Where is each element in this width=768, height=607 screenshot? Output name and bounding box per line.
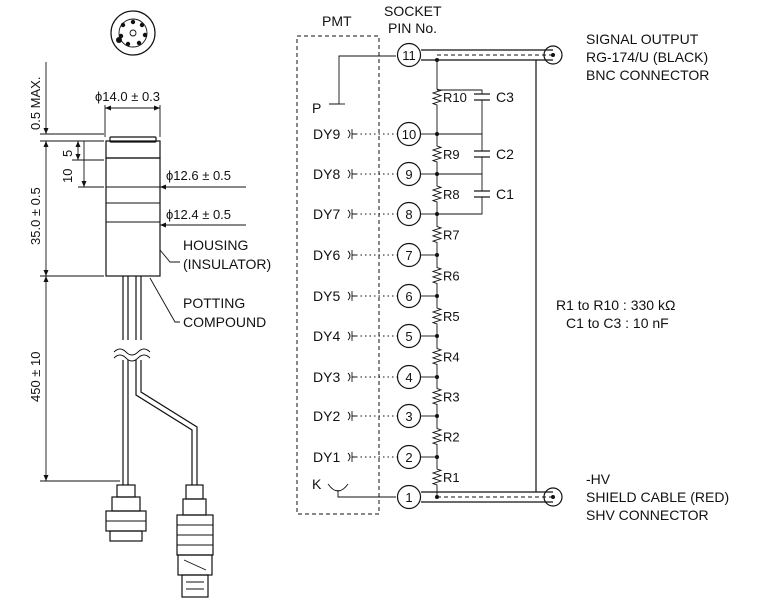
pin-2: 2 — [396, 444, 422, 470]
electrode-dy1: DY1 — [313, 449, 340, 465]
pin-6: 6 — [396, 283, 422, 309]
housing-label-line1: HOUSING — [183, 237, 248, 253]
pin-4: 4 — [396, 364, 422, 390]
resistor-r8-label: R8 — [443, 187, 460, 202]
dim-10: 10 — [60, 169, 75, 183]
pin-1: 1 — [396, 484, 422, 510]
resistor-r6 — [431, 255, 443, 296]
pin-1-label: 1 — [405, 490, 412, 505]
resistor-r1 — [431, 457, 443, 497]
electrode-dy2: DY2 — [313, 408, 340, 424]
resistor-r10-label: R10 — [443, 90, 467, 105]
pin-2-label: 2 — [405, 450, 412, 465]
resistor-r5-label: R5 — [443, 309, 460, 324]
resistor-r9-label: R9 — [443, 147, 460, 162]
electrode-dy8: DY8 — [313, 166, 340, 182]
pin-7-label: 7 — [405, 248, 412, 263]
dim-diameter-top: ϕ14.0 ± 0.3 — [95, 89, 160, 104]
electrode-k: K — [312, 476, 322, 492]
shv-input-symbol — [543, 487, 563, 507]
electrode-dy4: DY4 — [313, 328, 340, 344]
pin-4-label: 4 — [405, 370, 412, 385]
dim-35: 35.0 ± 0.5 — [28, 187, 43, 245]
pin-8-label: 8 — [405, 207, 412, 222]
capacitor-c1: C1 — [437, 173, 514, 215]
resistor-r2-label: R2 — [443, 430, 460, 445]
housing-body — [105, 136, 161, 277]
electrode-dy6: DY6 — [313, 247, 340, 263]
pin-7: 7 — [396, 242, 422, 268]
resistor-r8 — [431, 174, 443, 214]
hv-label-line2: SHIELD CABLE (RED) — [586, 489, 729, 505]
bnc-output-symbol — [543, 45, 563, 65]
capacitor-c3-label: C3 — [496, 89, 514, 105]
spec-capacitors: C1 to C3 : 10 nF — [566, 315, 669, 331]
hv-label-line1: -HV — [586, 471, 611, 487]
signal-label-line1: SIGNAL OUTPUT — [586, 31, 699, 47]
pmt-boundary — [296, 35, 380, 515]
dim-diameter-low: ϕ12.4 ± 0.5 — [166, 207, 231, 222]
dim-450: 450 ± 10 — [28, 351, 43, 402]
resistor-r4-label: R4 — [443, 350, 460, 365]
socket-label-line1: SOCKET — [384, 3, 442, 19]
electrode-dy9: DY9 — [313, 126, 340, 142]
resistor-r1-label: R1 — [443, 470, 460, 485]
signal-label-line3: BNC CONNECTOR — [586, 67, 709, 83]
resistor-r3 — [431, 377, 443, 416]
electrode-dy3: DY3 — [313, 369, 340, 385]
electrode-dy7: DY7 — [313, 206, 340, 222]
shv-connector — [176, 484, 214, 598]
dim-5: 5 — [60, 150, 75, 157]
pmt-label: PMT — [322, 13, 352, 29]
resistor-r9 — [431, 134, 443, 174]
pin-9: 9 — [396, 161, 422, 187]
capacitor-c2-label: C2 — [496, 146, 514, 162]
electrode-p: P — [312, 100, 321, 116]
dim-diameter-mid: ϕ12.6 ± 0.5 — [166, 168, 231, 183]
dim-max-top: 0.5 MAX. — [28, 77, 43, 130]
pin-11-label: 11 — [402, 48, 416, 63]
cables — [113, 276, 198, 485]
pin-3-label: 3 — [405, 409, 412, 424]
resistor-r3-label: R3 — [443, 390, 460, 405]
potting-label-line2: COMPOUND — [183, 314, 266, 330]
pin-10: 10 — [396, 121, 422, 147]
resistor-r4 — [431, 336, 443, 377]
housing-label-line2: (INSULATOR) — [183, 256, 271, 272]
hv-label-line3: SHV CONNECTOR — [586, 507, 709, 523]
socket-end-view — [110, 10, 156, 56]
signal-label-line2: RG-174/U (BLACK) — [586, 49, 708, 65]
mechanical-drawing: ϕ14.0 ± 0.3 ϕ12.6 ± 0.5 ϕ12.4 ± 0.5 — [28, 10, 271, 598]
pin-5: 5 — [396, 323, 422, 349]
pin-6-label: 6 — [405, 289, 412, 304]
pin-11: 11 — [396, 42, 422, 68]
resistor-r7 — [431, 214, 443, 255]
socket-label-line2: PIN No. — [388, 20, 437, 36]
resistor-r10 — [431, 60, 443, 134]
resistor-r6-label: R6 — [443, 269, 460, 284]
pin-10-label: 10 — [402, 127, 416, 142]
pin-5-label: 5 — [405, 329, 412, 344]
bnc-connector — [105, 484, 147, 542]
capacitor-c3: C3 — [437, 89, 514, 135]
resistor-r5 — [431, 296, 443, 336]
resistor-r7-label: R7 — [443, 228, 460, 243]
spec-resistors: R1 to R10 : 330 kΩ — [556, 297, 675, 313]
pin-8: 8 — [396, 201, 422, 227]
pin-3: 3 — [396, 403, 422, 429]
potting-label-line1: POTTING — [183, 295, 245, 311]
resistor-r2 — [431, 416, 443, 457]
capacitor-c1-label: C1 — [496, 186, 514, 202]
pin-9-label: 9 — [405, 167, 412, 182]
electrode-dy5: DY5 — [313, 288, 340, 304]
